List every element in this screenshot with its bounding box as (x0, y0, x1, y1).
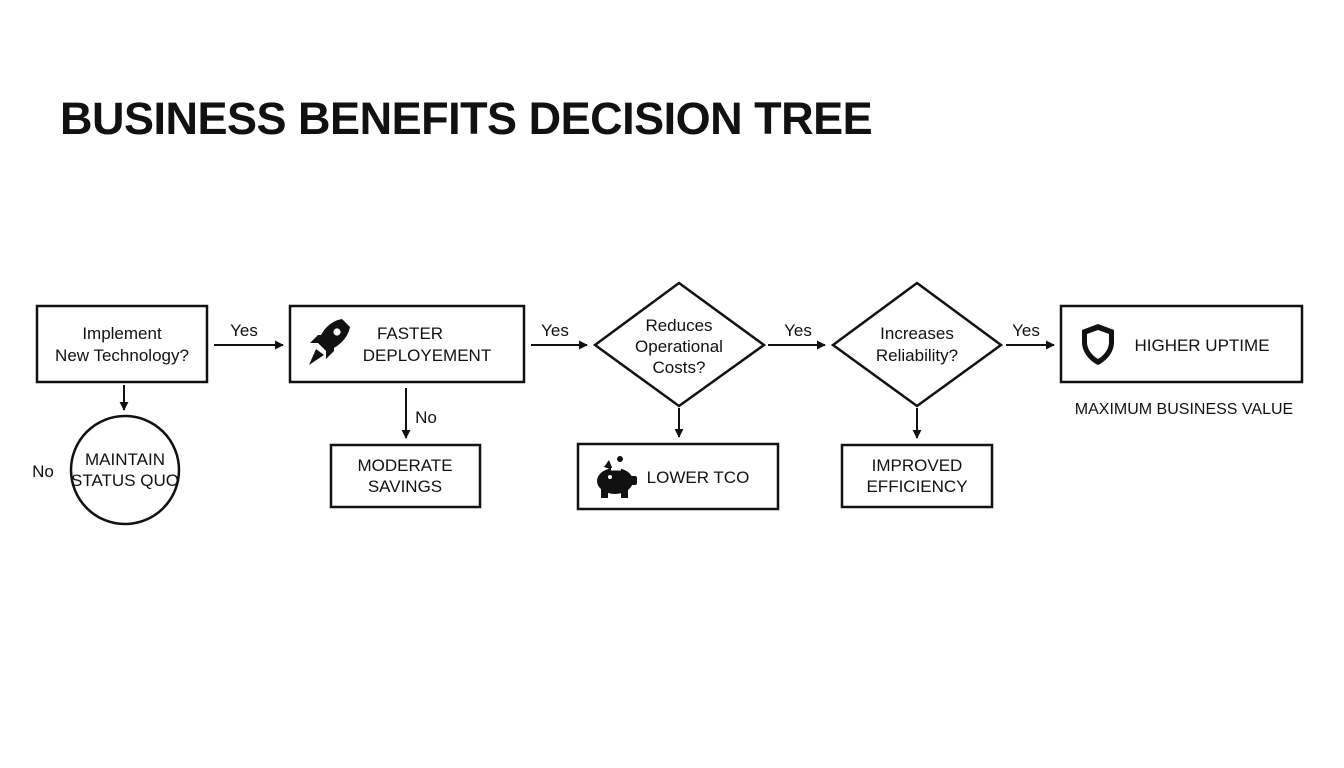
node-faster-line1: FASTER (377, 324, 443, 343)
node-improved-line2: EFFICIENCY (866, 477, 967, 496)
node-maintain-line1: MAINTAIN (85, 450, 165, 469)
node-maintain-line2: STATUS QUO (71, 471, 179, 490)
edge-faster-to-reduces: Yes (531, 321, 588, 350)
diagram-title: BUSINESS BENEFITS DECISION TREE (60, 93, 873, 144)
node-implement-line1: Implement (82, 324, 162, 343)
node-reduces-operational-costs: Reduces Operational Costs? (592, 281, 767, 408)
edge-label-faster-yes: Yes (541, 321, 569, 340)
node-lower-tco-label: LOWER TCO (647, 468, 750, 487)
edge-label-implement-no: No (32, 462, 54, 481)
node-reduces-line1: Reduces (645, 316, 712, 335)
node-maintain-status-quo: MAINTAIN STATUS QUO (69, 414, 181, 526)
node-increases-line2: Reliability? (876, 346, 958, 365)
maximum-business-value-caption: MAXIMUM BUSINESS VALUE (1075, 401, 1293, 418)
edge-label-reduces-yes: Yes (784, 321, 812, 340)
edge-label-increases-yes: Yes (1012, 321, 1040, 340)
node-moderate-line2: SAVINGS (368, 477, 442, 496)
node-faster-deployement: FASTER DEPLOYEMENT (288, 304, 526, 384)
node-moderate-savings: MODERATE SAVINGS (329, 443, 482, 509)
node-increases-line1: Increases (880, 324, 954, 343)
edge-label-faster-no: No (415, 408, 437, 427)
node-reduces-line2: Operational (635, 337, 723, 356)
node-lower-tco: LOWER TCO (576, 442, 780, 511)
node-improved-efficiency: IMPROVED EFFICIENCY (840, 443, 994, 509)
node-implement-new-technology: Implement New Technology? (35, 304, 209, 384)
rocket-icon (309, 319, 350, 365)
edge-implement-to-maintain: No (32, 385, 129, 481)
piggy-bank-icon (597, 456, 637, 498)
edge-increases-to-uptime: Yes (1006, 321, 1055, 350)
node-improved-line1: IMPROVED (872, 456, 963, 475)
node-uptime-label: HIGHER UPTIME (1134, 336, 1269, 355)
node-implement-line2: New Technology? (55, 346, 189, 365)
edge-implement-to-faster: Yes (214, 321, 284, 350)
shield-icon (1082, 324, 1114, 365)
edge-label-implement-yes: Yes (230, 321, 258, 340)
edge-faster-to-moderate: No (401, 388, 437, 439)
edge-reduces-to-increases: Yes (768, 321, 826, 350)
node-faster-line2: DEPLOYEMENT (363, 346, 491, 365)
node-higher-uptime: HIGHER UPTIME (1059, 304, 1304, 384)
node-reduces-line3: Costs? (653, 358, 706, 377)
node-increases-reliability: Increases Reliability? (830, 281, 1004, 408)
node-moderate-line1: MODERATE (357, 456, 452, 475)
